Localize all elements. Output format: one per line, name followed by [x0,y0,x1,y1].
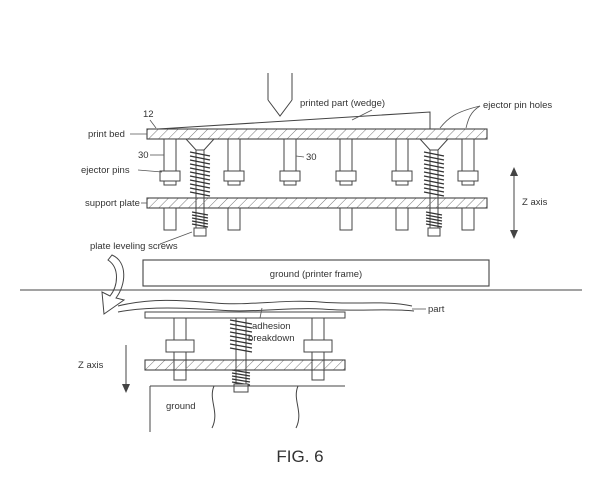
z-axis-arrow-top [510,167,518,239]
printed-part-label: printed part (wedge) [300,98,385,109]
printed-part-wedge [157,111,431,130]
plate-leveling-screw-left [184,138,216,237]
support-plate-bottom [144,359,346,371]
ejector-pins-label: ejector pins [81,165,130,176]
z-axis-label-top: Z axis [522,197,548,208]
support-plate-label: support plate [85,198,140,209]
ground-bottom [149,385,345,432]
ref-30-mid: 30 [306,152,317,163]
ejector-pins-top [159,138,479,186]
ground-label: ground [166,401,196,412]
z-axis-label-bottom: Z axis [78,360,104,371]
plate-leveling-screw-bottom [229,318,253,393]
ground-printer-frame [142,259,490,287]
plate-leveling-screw-right [418,138,450,237]
ground-printer-frame-label: ground (printer frame) [270,269,362,280]
ref-12: 12 [143,109,154,120]
transition-arrow [101,254,126,315]
figure-caption: FIG. 6 [276,447,323,466]
print-bed [146,128,488,140]
ejector-pin-stubs-top [163,207,475,231]
plate-leveling-screws-label: plate leveling screws [90,241,178,252]
nozzle [267,73,293,117]
part-detached [117,299,415,313]
adhesion-label-line1: adhesion [252,321,291,332]
z-axis-arrow-bottom [122,345,130,393]
support-plate [146,197,488,209]
ref-30-left: 30 [138,150,149,161]
ejector-pin-holes-label: ejector pin holes [483,100,552,111]
adhesion-label-line2: breakdown [248,333,294,344]
print-bed-bottom [144,311,346,319]
print-bed-label: print bed [88,129,125,140]
part-label: part [428,304,445,315]
